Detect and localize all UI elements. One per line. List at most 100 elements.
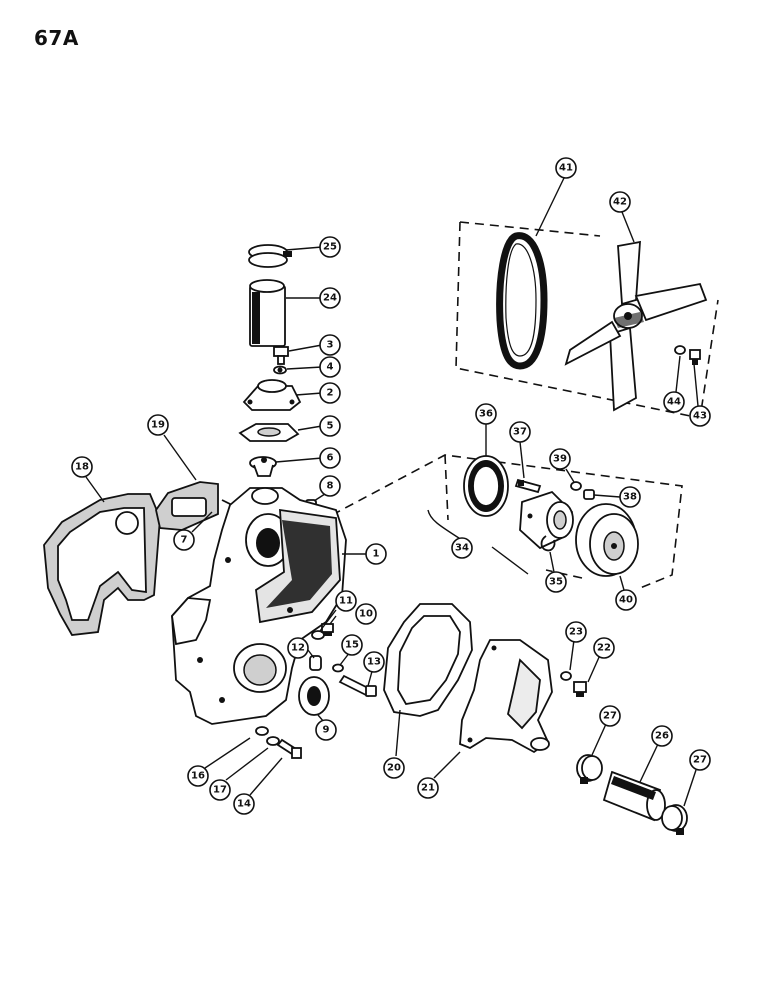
callout-25: 25	[319, 236, 341, 258]
svg-text:19: 19	[151, 420, 165, 431]
oil-seal	[298, 676, 330, 716]
svg-text:11: 11	[339, 596, 353, 607]
pulley	[575, 503, 639, 577]
callout-8: 8	[319, 475, 341, 497]
bolt-43	[689, 349, 701, 365]
svg-text:27: 27	[693, 755, 707, 766]
callout-10: 10	[355, 603, 377, 625]
callout-43: 43	[689, 405, 711, 427]
svg-text:20: 20	[387, 763, 401, 774]
bolt-22	[573, 681, 587, 697]
water-outlet	[242, 379, 302, 411]
callout-22: 22	[593, 637, 615, 659]
callout-9: 9	[315, 719, 337, 741]
callout-37: 37	[509, 421, 531, 443]
callout-24: 24	[319, 287, 341, 309]
washer-4	[273, 365, 287, 375]
callout-40: 40	[615, 589, 637, 611]
svg-text:13: 13	[367, 657, 381, 668]
pump-assembly-outline	[331, 454, 683, 589]
svg-text:44: 44	[667, 397, 681, 408]
washer-17	[266, 736, 280, 746]
svg-text:21: 21	[421, 783, 435, 794]
svg-text:43: 43	[693, 411, 707, 422]
callout-36: 36	[475, 403, 497, 425]
bolt-14	[276, 738, 302, 759]
callout-6: 6	[319, 447, 341, 469]
svg-text:17: 17	[213, 785, 227, 796]
svg-text:16: 16	[191, 771, 205, 782]
fan-belt	[496, 232, 548, 370]
callout-20: 20	[383, 757, 405, 779]
svg-text:25: 25	[323, 242, 337, 253]
svg-text:40: 40	[619, 595, 633, 606]
callout-23: 23	[565, 621, 587, 643]
bolt-13	[338, 674, 377, 698]
hose-clamp-right	[661, 804, 688, 835]
water-pump-body	[459, 639, 553, 754]
pump-shaft	[514, 478, 542, 494]
fan-group-outline	[455, 221, 719, 419]
callout-15: 15	[341, 634, 363, 656]
svg-text:38: 38	[623, 492, 637, 503]
snap-ring	[540, 535, 556, 552]
svg-text:5: 5	[327, 421, 334, 432]
svg-text:9: 9	[323, 725, 330, 736]
washer-15	[332, 663, 344, 673]
callout-7: 7	[173, 529, 195, 551]
callout-5: 5	[319, 415, 341, 437]
page-number: 67A	[34, 26, 79, 50]
washer-23	[560, 671, 572, 681]
pump-seal	[463, 455, 509, 517]
svg-text:8: 8	[327, 481, 334, 492]
svg-text:41: 41	[559, 163, 573, 174]
callout-21: 21	[417, 777, 439, 799]
svg-text:7: 7	[181, 535, 188, 546]
upper-hose	[249, 279, 286, 347]
fan-blade	[564, 240, 708, 412]
dowel-12	[309, 655, 322, 671]
svg-text:18: 18	[75, 462, 89, 473]
outlet-flange-gasket	[155, 481, 219, 531]
callout-18: 18	[71, 456, 93, 478]
hose-clamp-top	[248, 244, 292, 268]
callout-41: 41	[555, 157, 577, 179]
svg-text:22: 22	[597, 643, 611, 654]
svg-text:42: 42	[613, 197, 627, 208]
callout-2: 2	[319, 382, 341, 404]
timing-gear-housing	[171, 487, 347, 725]
thermostat	[249, 456, 277, 477]
svg-text:23: 23	[569, 627, 583, 638]
callout-14: 14	[233, 793, 255, 815]
callout-26: 26	[651, 725, 673, 747]
callout-12: 12	[287, 637, 309, 659]
svg-text:26: 26	[655, 731, 669, 742]
lower-hose	[602, 770, 666, 822]
bolt-3	[273, 346, 289, 365]
svg-text:34: 34	[455, 543, 469, 554]
leader-lines	[85, 177, 699, 807]
svg-text:4: 4	[327, 362, 334, 373]
callout-1: 1	[365, 543, 387, 565]
callouts: 25 24 3 4 2 5 6 8 1 7 18 19 11 10 12 15 …	[71, 157, 711, 815]
hose-clamp-left	[576, 754, 603, 784]
outlet-gasket	[238, 423, 300, 442]
svg-text:3: 3	[327, 340, 334, 351]
svg-text:24: 24	[323, 293, 337, 304]
nut-38	[583, 489, 595, 500]
svg-text:36: 36	[479, 409, 493, 420]
svg-text:27: 27	[603, 711, 617, 722]
callout-38: 38	[619, 486, 641, 508]
callout-27-right: 27	[689, 749, 711, 771]
washer-44	[674, 345, 686, 355]
svg-text:15: 15	[345, 640, 359, 651]
callout-27-left: 27	[599, 705, 621, 727]
callout-16: 16	[187, 765, 209, 787]
callout-39: 39	[549, 448, 571, 470]
callout-4: 4	[319, 356, 341, 378]
washer-39	[570, 481, 582, 491]
svg-text:6: 6	[327, 453, 334, 464]
svg-text:10: 10	[359, 609, 373, 620]
pump-hub	[519, 490, 574, 550]
callout-11: 11	[335, 590, 357, 612]
